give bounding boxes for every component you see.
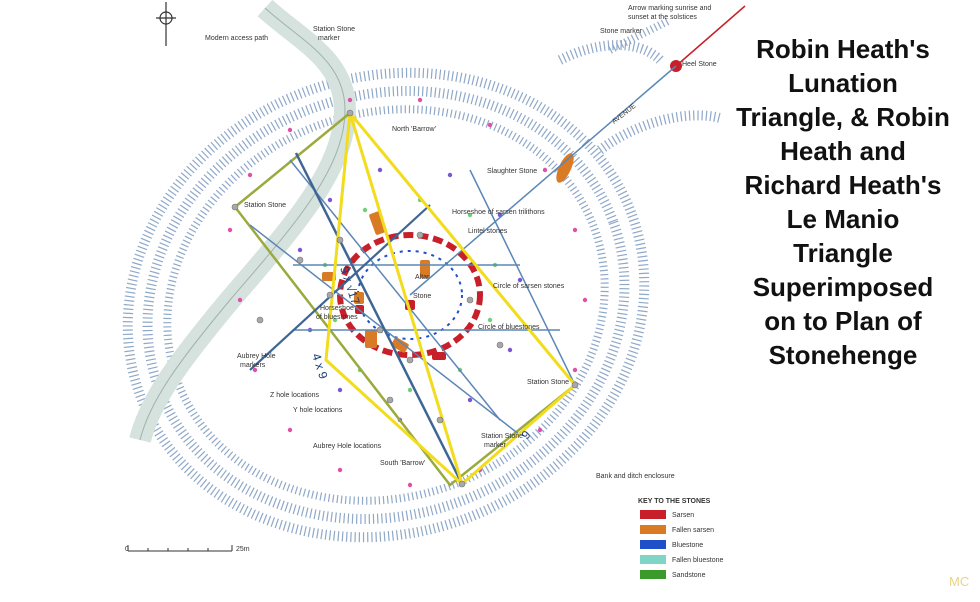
scale-zero-label: 0 bbox=[125, 546, 129, 553]
avenue-axis bbox=[409, 65, 677, 296]
z-holes-label: Z hole locations bbox=[270, 392, 320, 399]
south-barrow-label: South 'Barrow' bbox=[380, 460, 425, 467]
modern-road-edge bbox=[139, 7, 346, 441]
aubrey-hole-dots bbox=[227, 97, 588, 488]
key-label-sandstone: Sandstone bbox=[672, 572, 706, 579]
station-stone-right-label: Station Stone bbox=[527, 379, 569, 386]
title-line-6: Le Manio bbox=[786, 204, 900, 234]
altar-stone-line1: Altar bbox=[415, 274, 430, 281]
lintel-stones-label: Lintel stones bbox=[468, 228, 508, 235]
blue-grid-lines bbox=[249, 159, 576, 436]
circle-sarsen-label: Circle of sarsen stones bbox=[493, 283, 565, 290]
title-line-5: Richard Heath's bbox=[744, 170, 942, 200]
circle-bluestones-label: Circle of bluestones bbox=[478, 324, 540, 331]
title-line-4: Heath and bbox=[780, 136, 906, 166]
key-label-sarsen: Sarsen bbox=[672, 512, 694, 519]
title-line-1: Robin Heath's bbox=[756, 34, 930, 64]
key-swatch-sandstone bbox=[640, 570, 666, 579]
title-line-7: Triangle bbox=[793, 238, 893, 268]
station-marker-top-line1: Station Stone bbox=[313, 26, 355, 33]
key-label-fallen-sarsen: Fallen sarsen bbox=[672, 527, 714, 534]
key-item-sandstone: Sandstone bbox=[640, 570, 706, 579]
modern-path-label: Modern access path bbox=[205, 35, 268, 42]
le-manio-hypotenuse bbox=[294, 152, 464, 485]
north-barrow-label: North 'Barrow' bbox=[392, 126, 436, 133]
stone-marker-label: Stone marker bbox=[600, 28, 643, 35]
plan-labels: Arrow marking sunrise and sunset at the … bbox=[205, 5, 717, 480]
avenue-label: AVENUE bbox=[611, 102, 638, 125]
scale-bar bbox=[127, 545, 233, 552]
bank-ditch-rings bbox=[122, 67, 650, 543]
key-swatch-bluestone bbox=[640, 540, 666, 549]
key-item-fallen-sarsen: Fallen sarsen bbox=[640, 525, 714, 534]
key-swatch-fallen-bluestone bbox=[640, 555, 666, 564]
title-line-9: on to Plan of bbox=[764, 306, 922, 336]
arrow-note-line1: Arrow marking sunrise and bbox=[628, 5, 711, 12]
key-title: KEY TO THE STONES bbox=[638, 498, 711, 505]
title-line-3: Triangle, & Robin bbox=[736, 102, 950, 132]
horseshoe-bluestones-line2: of bluestones bbox=[316, 314, 358, 321]
slaughter-stone-label: Slaughter Stone bbox=[487, 168, 537, 175]
key-item-fallen-bluestone: Fallen bluestone bbox=[640, 555, 723, 564]
solstice-arrow bbox=[675, 5, 746, 67]
key-label-bluestone: Bluestone bbox=[672, 542, 703, 549]
key-swatch-fallen-sarsen bbox=[640, 525, 666, 534]
title-line-2: Lunation bbox=[788, 68, 898, 98]
altar-stone-line2: Stone bbox=[413, 293, 431, 300]
stone-key: KEY TO THE STONES Sarsen Fallen sarsen B… bbox=[638, 498, 723, 579]
lunation-hypotenuse bbox=[348, 112, 464, 485]
horseshoe-trilithons-label: Horseshoe of sarsen trilithons bbox=[452, 209, 545, 216]
title-line-10: Stonehenge bbox=[768, 340, 918, 370]
scale-label: 25m bbox=[236, 546, 250, 553]
avenue-banks bbox=[557, 16, 722, 155]
overlay-title: Robin Heath's Lunation Triangle, & Robin… bbox=[712, 32, 974, 372]
bluestone-circle bbox=[357, 250, 463, 340]
key-item-bluestone: Bluestone bbox=[640, 540, 703, 549]
title-line-8: Superimposed bbox=[752, 272, 934, 302]
le-manio-short bbox=[249, 204, 431, 371]
key-swatch-sarsen bbox=[640, 510, 666, 519]
aubrey-locations-label: Aubrey Hole locations bbox=[313, 443, 382, 450]
heel-stone-label: Heel Stone bbox=[682, 61, 717, 68]
aubrey-markers-line2: markers bbox=[240, 362, 266, 369]
y-holes-label: Y hole locations bbox=[293, 407, 343, 414]
station-marker-bottom-line1: Station Stone bbox=[481, 433, 523, 440]
bank-ditch-label: Bank and ditch enclosure bbox=[596, 473, 675, 480]
station-marker-bottom-line2: marker bbox=[484, 442, 506, 449]
arrow-note-line2: sunset at the solstices bbox=[628, 14, 697, 21]
aubrey-markers-line1: Aubrey Hole bbox=[237, 353, 276, 360]
horseshoe-bluestones-line1: Horseshoe bbox=[320, 305, 354, 312]
north-compass-icon bbox=[156, 2, 176, 46]
key-label-fallen-bluestone: Fallen bluestone bbox=[672, 557, 723, 564]
station-marker-top-line2: marker bbox=[318, 35, 340, 42]
station-stone-left-label: Station Stone bbox=[244, 202, 286, 209]
signature-mark: MC bbox=[949, 574, 970, 589]
fallen-sarsens bbox=[322, 211, 430, 353]
node-markers bbox=[231, 109, 579, 488]
key-item-sarsen: Sarsen bbox=[640, 510, 694, 519]
